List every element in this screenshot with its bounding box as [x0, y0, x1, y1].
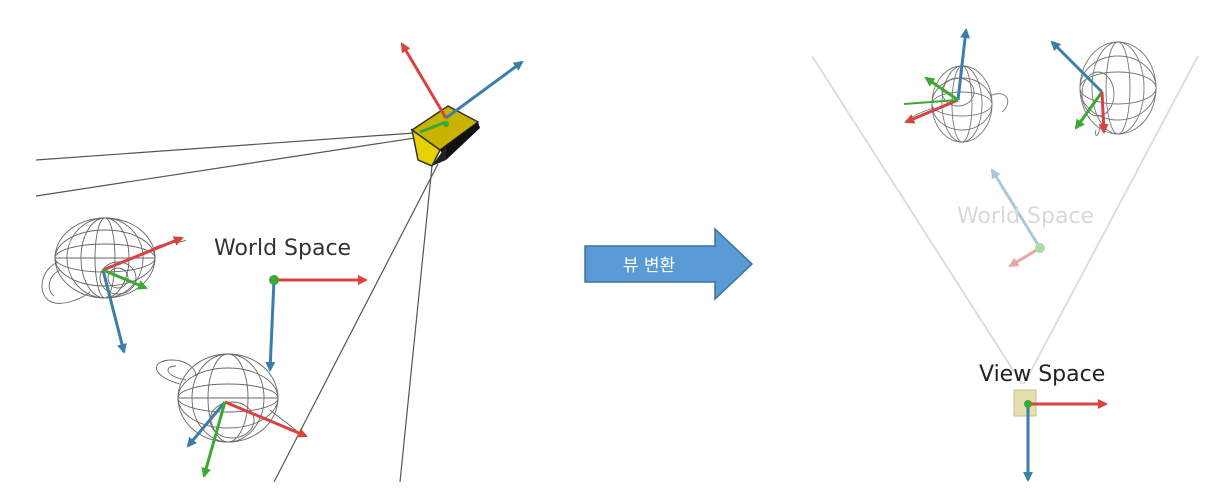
teapot-axis-gizmo-icon: [903, 28, 971, 124]
view-transform-arrow: [584, 227, 754, 301]
view-transform-label: 뷰 변환: [622, 256, 676, 276]
teapot-icon: [1079, 41, 1157, 136]
left-frustum-icon: [35, 131, 439, 483]
world-space-label: World Space: [214, 236, 352, 261]
teapot-icon: [41, 217, 187, 304]
camera-icon: [410, 105, 480, 167]
view-space-label: View Space: [979, 362, 1106, 387]
faded-world-space-label: World Space: [957, 204, 1095, 229]
teapot-axis-gizmo-icon: [101, 236, 184, 354]
teapot-icon: [909, 65, 1009, 143]
faded-world-axis-gizmo-icon: [990, 168, 1045, 268]
teapot-axis-gizmo-icon: [186, 400, 308, 478]
teapot-icon: [155, 353, 301, 443]
world-axis-gizmo-icon: [265, 275, 368, 372]
teapot-axis-gizmo-icon: [1050, 40, 1109, 134]
view-axis-gizmo-icon: [1023, 399, 1108, 482]
camera-axis-gizmo-icon: [400, 42, 524, 134]
right-frustum-icon: [811, 55, 1199, 385]
